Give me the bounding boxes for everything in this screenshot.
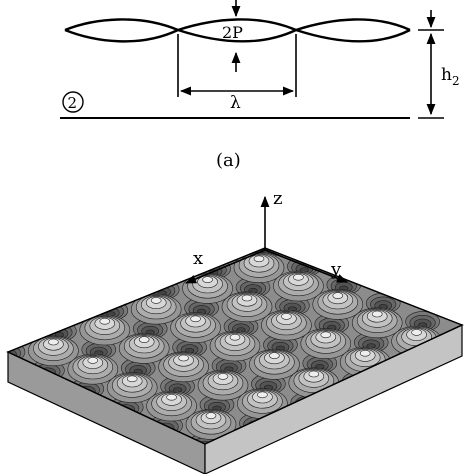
surface-bump-contour: [190, 315, 201, 323]
surface-bump-contour: [257, 391, 268, 399]
surface-bump-contour: [320, 331, 332, 339]
wavy-interface-lower: [64, 28, 411, 43]
wavelength-label: λ: [230, 93, 241, 113]
surface-bump-contour: [229, 333, 241, 341]
surface-bump-contour: [293, 273, 304, 281]
surface-bump-contour: [205, 412, 217, 419]
x-axis: [184, 249, 266, 284]
surface-bump-contour: [99, 317, 111, 325]
layer-marker: 2: [68, 94, 78, 112]
panel-a: 2P λ 2 h2 (a): [60, 0, 460, 171]
panel-b: z x y: [6, 188, 464, 474]
surface-bump-contour: [178, 354, 189, 362]
surface-bump-contour: [332, 292, 344, 299]
axis-label-x: x: [193, 248, 203, 269]
surface-outline: [6, 247, 464, 445]
surface-bump-contour: [411, 329, 422, 336]
surface-bump-contour: [87, 357, 99, 364]
pressure-label: 2P: [222, 23, 243, 42]
axis-label-z: z: [273, 188, 282, 209]
surface-bump-contour: [166, 393, 177, 401]
surface-bump-contour: [308, 370, 320, 378]
surface-bump-contour: [253, 255, 265, 263]
y-axis: [264, 249, 349, 283]
surface-bump-contour: [217, 373, 229, 380]
surface-bump-contour: [126, 375, 138, 383]
surface-bump-contour: [138, 336, 150, 343]
caption-a: (a): [216, 150, 241, 171]
surface-bump-contour: [269, 352, 280, 359]
height-label: h2: [441, 65, 460, 88]
surface-bump-contour: [150, 297, 162, 304]
surface-bump-contour: [371, 310, 383, 318]
surface-bump-contour: [48, 338, 59, 346]
wavy-interface-upper: [64, 18, 411, 32]
surface-bump-contour: [359, 349, 371, 357]
axis-label-y: y: [330, 259, 342, 280]
surface-bump-contour: [241, 294, 253, 302]
surface-bump-contour: [202, 276, 213, 283]
layer-marker-circle: [62, 91, 84, 113]
height-subscript: 2: [452, 74, 460, 88]
surface-bump-contour: [281, 313, 292, 320]
